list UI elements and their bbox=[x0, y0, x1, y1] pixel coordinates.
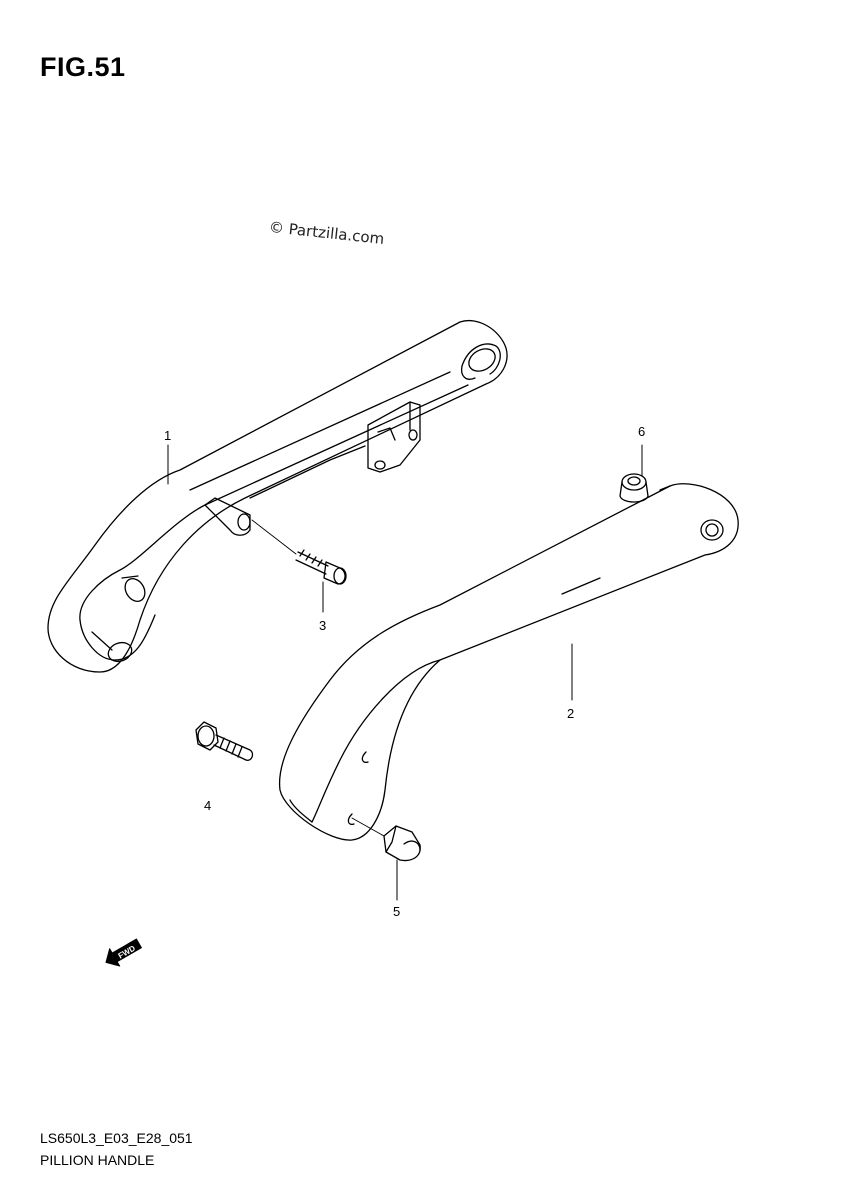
callout-2: 2 bbox=[567, 706, 574, 721]
fwd-arrow-icon: FWD bbox=[101, 935, 144, 971]
diagram-code: LS650L3_E03_E28_051 bbox=[40, 1130, 193, 1146]
diagram-caption: PILLION HANDLE bbox=[40, 1152, 155, 1168]
callout-4: 4 bbox=[204, 798, 211, 813]
pillion-handle-right bbox=[280, 484, 739, 840]
leader-lines bbox=[168, 445, 642, 900]
callout-3: 3 bbox=[319, 618, 326, 633]
callout-6: 6 bbox=[638, 424, 645, 439]
cushion-part-6 bbox=[620, 474, 670, 502]
callout-5: 5 bbox=[393, 904, 400, 919]
bolt-part-3 bbox=[252, 520, 346, 584]
figure-title: FIG.51 bbox=[40, 52, 126, 82]
callout-1: 1 bbox=[164, 428, 171, 443]
pillion-handle-left bbox=[48, 321, 507, 672]
bolt-part-4 bbox=[196, 722, 253, 760]
cap-nut-part-5 bbox=[352, 818, 420, 860]
